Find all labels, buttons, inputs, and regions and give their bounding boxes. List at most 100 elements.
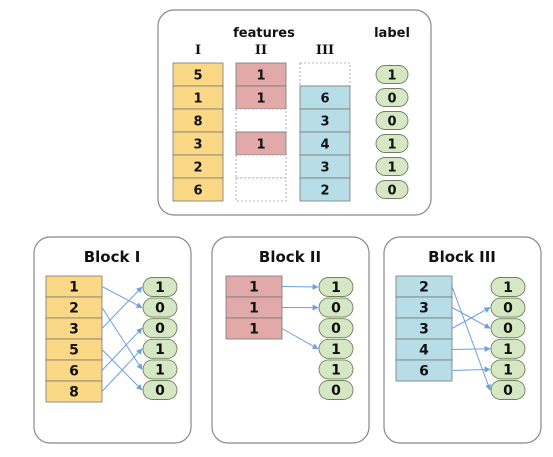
top-table-panel: features label I II III 5 1 1 1 1 6 0 8 3 0 3 1 4 1 2 3… [157,9,432,216]
block-1-label-pill: 0 [142,297,178,318]
col-III-cell: 3 [299,154,351,179]
block-1-cell-value: 2 [69,301,79,317]
block-3-label-pill: 1 [490,359,526,380]
block-1-label-pill-value: 1 [155,362,165,378]
block-2-cell: 1 [225,296,283,319]
col-I-cell-value: 2 [193,161,202,176]
block-1-label-pill-value: 0 [155,321,165,337]
block-3-cell: 3 [395,317,453,340]
block-3-cell-value: 4 [419,343,429,359]
col-I-cell: 2 [172,154,224,179]
col-III-cell: 6 [299,85,351,110]
label-title: label [374,26,410,41]
features-title: features [233,26,295,41]
col-III-cell-value: 4 [320,138,329,153]
col-I-cell-value: 6 [193,184,202,199]
block-3-label-pill-value: 1 [503,362,513,378]
block-3-label-pill-value: 0 [503,383,513,399]
block-3-label-pill: 1 [490,338,526,359]
block-1-cell: 3 [45,317,103,340]
col-I-cell: 3 [172,131,224,156]
block-2-label-pill: 0 [318,318,354,339]
block-3-label-pill-value: 1 [503,342,513,358]
block-2-label-pill-value: 1 [331,280,341,296]
block-1-label-pill-value: 1 [155,280,165,296]
block-2-cell-value: 1 [249,301,259,317]
label-pill-value: 1 [387,161,396,176]
block-2-cell: 1 [225,317,283,340]
block-2-label-pill: 1 [318,359,354,380]
block-2-cell-value: 1 [249,322,259,338]
col-III-cell-value: 3 [320,161,329,176]
col-I-cell: 8 [172,108,224,133]
label-pill-value: 0 [387,115,396,130]
block-1-label-pill-value: 0 [155,383,165,399]
col-III-cell-value: 3 [320,115,329,130]
col-I-cell: 1 [172,85,224,110]
block-3-cell-value: 3 [419,301,429,317]
block-3-cell: 3 [395,296,453,319]
block-2-label-pill: 1 [318,338,354,359]
column-header-I: I [195,43,201,58]
col-II-cell [235,108,287,133]
col-III-cell: 4 [299,131,351,156]
block-1-arrow [101,286,143,329]
col-II-cell: 1 [235,62,287,87]
block-3-cell-value: 2 [419,280,429,296]
block-3-label-pill: 0 [490,380,526,400]
block-1-label-pill-value: 1 [155,342,165,358]
block-1-label-pill: 0 [142,380,178,400]
block-2-label-pill: 1 [318,277,354,297]
block-3-label-pill: 0 [490,318,526,339]
block-2-arrow [281,283,319,290]
label-pill: 0 [375,88,409,107]
col-I-cell-value: 3 [193,138,202,153]
col-II-cell [235,177,287,202]
label-pill: 1 [375,134,409,153]
col-III-cell-value: 2 [320,184,329,199]
block-3-arrow [451,286,491,391]
col-III-cell: 3 [299,108,351,133]
block-2-cell-value: 1 [249,280,259,296]
label-pill-value: 0 [387,92,396,107]
block-3-label-pill-value: 0 [503,301,513,317]
col-III-cell [299,62,351,87]
col-II-cell-value: 1 [256,92,265,107]
block-title-3: Block III [428,248,496,266]
block-1-cell: 6 [45,359,103,382]
col-I-cell-value: 1 [193,92,202,107]
col-III-cell-value: 6 [320,92,329,107]
block-1-label-pill: 0 [142,318,178,339]
block-3-cell: 2 [395,275,453,298]
block-3-cell-value: 6 [419,364,429,380]
block-2-cell: 1 [225,275,283,298]
label-pill-value: 0 [387,184,396,199]
block-1-label-pill: 1 [142,338,178,359]
block-1-cell: 1 [45,275,103,298]
block-3-arrow [451,366,491,373]
block-1-arrow [101,286,143,309]
col-I-cell: 5 [172,62,224,87]
block-title-2: Block II [259,248,321,266]
column-header-III: III [316,43,334,58]
block-2-label-pill: 0 [318,380,354,400]
column-header-II: II [255,43,267,58]
col-II-cell-value: 1 [256,69,265,84]
block-2-label-pill-value: 1 [331,342,341,358]
label-pill: 0 [375,180,409,199]
col-II-cell: 1 [235,131,287,156]
block-1-cell-value: 3 [69,322,79,338]
block-1-cell: 5 [45,338,103,361]
block-1-cell-value: 6 [69,364,79,380]
block-3-cell: 6 [395,359,453,382]
block-1-label-pill: 1 [142,359,178,380]
block-1-cell-value: 8 [69,385,79,401]
col-I-cell-value: 8 [193,115,202,130]
block-1-cell-value: 1 [69,280,79,296]
label-pill-value: 1 [387,69,396,84]
block-2-arrow [281,328,319,350]
block-3-cell-value: 3 [419,322,429,338]
